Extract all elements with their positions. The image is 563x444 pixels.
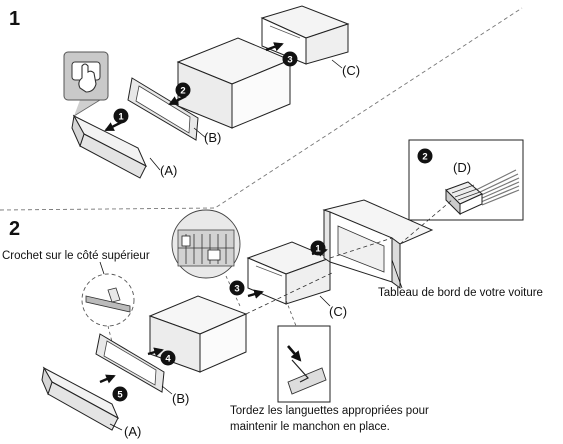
badge-top-1: 1 [113, 108, 129, 124]
caption-bend-line2: maintenir le manchon en place. [230, 421, 390, 433]
svg-text:1: 1 [315, 244, 321, 255]
badge-bottom-5: 5 [112, 386, 128, 402]
hook-detail-circle [81, 273, 135, 327]
caption-hook: Crochet sur le côté supérieur [2, 250, 150, 262]
trim-plate-b-bottom [95, 333, 165, 393]
press-button-inset [63, 51, 109, 117]
label-b-bottom: (B) [172, 391, 190, 406]
svg-text:2: 2 [180, 86, 185, 97]
section-divider [0, 7, 523, 211]
arrow-attach-trim [147, 347, 164, 357]
label-c-bottom: (C) [329, 304, 348, 319]
badge-bottom-3: 3 [229, 280, 245, 296]
faceplate-a-bottom [41, 366, 120, 431]
connector-d-inset: 2 [408, 139, 524, 221]
svg-text:1: 1 [118, 112, 124, 123]
sleeve-c-bottom [246, 241, 332, 305]
step-1-number: 1 [9, 8, 21, 30]
badge-connector-2-circle [417, 148, 433, 164]
caption-bend-line1: Tordez les languettes appropriées pour [230, 405, 429, 417]
badge-top-2: 2 [175, 82, 191, 98]
caption-dashboard: Tableau de bord de votre voiture [378, 287, 543, 299]
head-unit-top [176, 37, 292, 129]
badge-top-3: 3 [282, 51, 298, 67]
svg-text:4: 4 [165, 354, 171, 365]
badge-connector-2: 2 [422, 152, 427, 163]
step-2-number: 2 [9, 218, 21, 240]
badge-bottom-4: 4 [160, 350, 176, 366]
label-d-connector: (D) [453, 160, 472, 175]
badge-bottom-1: 1 [310, 240, 326, 256]
tabs-detail-circle [171, 209, 241, 279]
arrow-attach-faceplate [99, 374, 116, 384]
arrow-remove-sleeve [265, 42, 284, 52]
hand-press-icon [71, 61, 101, 93]
dashboard-bracket [322, 199, 434, 289]
faceplate-a-top [71, 114, 148, 179]
sleeve-c-top [260, 5, 350, 65]
svg-text:3: 3 [234, 284, 239, 295]
label-a-top: (A) [160, 163, 178, 178]
arrow-insert-unit [247, 289, 264, 299]
insertion-guide-lines [245, 199, 453, 315]
arrow-remove-faceplate [104, 120, 123, 132]
svg-text:3: 3 [287, 55, 292, 66]
label-a-bottom: (A) [124, 424, 142, 439]
svg-text:5: 5 [117, 390, 123, 401]
label-b-top: (B) [204, 130, 222, 145]
label-c-top: (C) [342, 63, 361, 78]
bend-tabs-inset [277, 325, 331, 403]
